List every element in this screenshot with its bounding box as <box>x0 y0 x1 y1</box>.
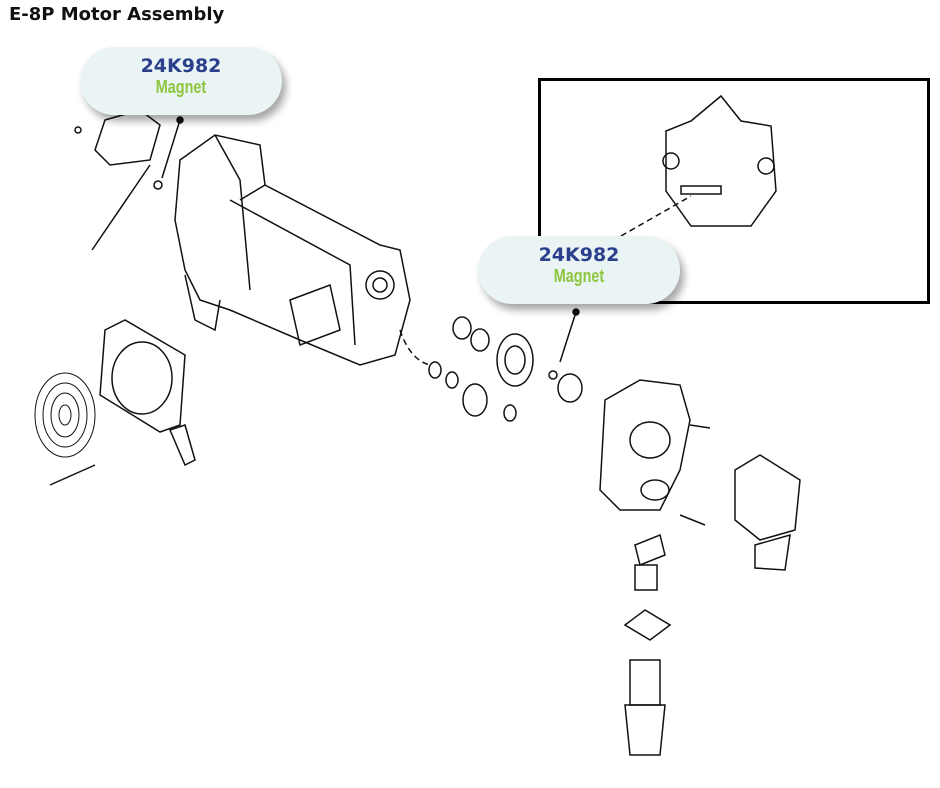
part-number: 24K982 <box>140 55 222 77</box>
pump-shaft <box>623 533 672 756</box>
callout-leaders <box>161 116 580 363</box>
magnet-detail-drawing <box>620 94 777 237</box>
motor-housing <box>174 134 411 366</box>
gear-train <box>399 316 583 422</box>
magnet-callout-center: 24K982 Magnet <box>478 236 680 304</box>
magnet-callout-top-left: 24K982 Magnet <box>80 47 282 115</box>
part-name: Magnet <box>553 266 605 286</box>
gear-housing <box>599 379 801 571</box>
end-cover-and-rod <box>74 109 163 251</box>
part-number: 24K982 <box>538 244 620 266</box>
cooling-fan <box>34 319 196 486</box>
part-name: Magnet <box>155 77 207 97</box>
detail-inset <box>538 78 930 304</box>
page-title: E-8P Motor Assembly <box>9 4 225 25</box>
